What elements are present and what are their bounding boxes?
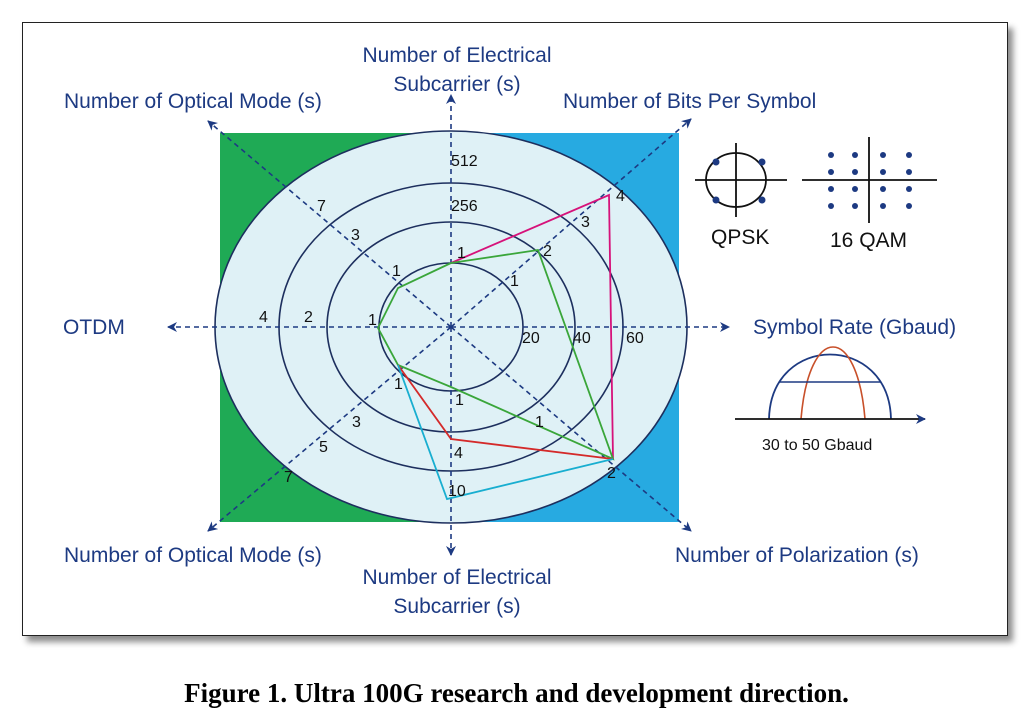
trace-red bbox=[397, 364, 614, 460]
spectrum-outer-arc bbox=[768, 353, 892, 420]
qam-point bbox=[906, 169, 912, 175]
axis-top-left bbox=[207, 120, 452, 328]
tick-right-40: 40 bbox=[573, 330, 591, 347]
qpsk-point bbox=[712, 158, 720, 166]
tick-top-512: 512 bbox=[451, 153, 478, 170]
tick-bottomleft-1: 1 bbox=[394, 376, 403, 393]
tick-right-20: 20 bbox=[522, 330, 540, 347]
trace-green bbox=[376, 249, 615, 461]
axis-label-bottom-line1: Number of Electrical bbox=[362, 566, 551, 589]
tick-topright-1: 1 bbox=[510, 273, 519, 290]
axis-label-top-right: Number of Bits Per Symbol bbox=[563, 90, 816, 113]
qpsk-constellation bbox=[695, 143, 787, 217]
axis-label-bottom-left: Number of Optical Mode (s) bbox=[64, 544, 322, 567]
qam-point bbox=[828, 186, 834, 192]
axes bbox=[167, 94, 730, 556]
axis-bottom-left bbox=[207, 326, 452, 532]
qam-point bbox=[906, 203, 912, 209]
tick-bottom-4: 4 bbox=[454, 445, 463, 462]
axis-top-right bbox=[450, 118, 692, 328]
axis-label-right: Symbol Rate (Gbaud) bbox=[753, 316, 956, 339]
axis-label-top-line2: Subcarrier (s) bbox=[393, 73, 520, 96]
tick-bottomright-1: 1 bbox=[535, 414, 544, 431]
figure-caption: Figure 1. Ultra 100G research and develo… bbox=[184, 678, 849, 708]
tick-left-1: 1 bbox=[368, 312, 377, 329]
qpsk-label: QPSK bbox=[711, 226, 769, 249]
tick-topleft-1: 1 bbox=[392, 263, 401, 280]
tick-topleft-3: 3 bbox=[351, 227, 360, 244]
qam-point bbox=[852, 186, 858, 192]
qpsk-point bbox=[758, 158, 766, 166]
figure-frame: 1 256 512 1 2 3 4 1 3 7 1 2 4 20 40 60 1… bbox=[22, 22, 1008, 636]
tick-top-256: 256 bbox=[451, 198, 478, 215]
axis-label-bottom-line2: Subcarrier (s) bbox=[393, 595, 520, 618]
tick-bottomleft-7: 7 bbox=[284, 469, 293, 486]
axis-label-bottom-right: Number of Polarization (s) bbox=[675, 544, 919, 567]
qpsk-point bbox=[758, 196, 766, 204]
qpsk-point bbox=[712, 196, 720, 204]
qam-point bbox=[880, 152, 886, 158]
tick-bottomleft-3: 3 bbox=[352, 414, 361, 431]
qam16-label: 16 QAM bbox=[830, 229, 907, 252]
tick-topright-3: 3 bbox=[581, 214, 590, 231]
ring-middle bbox=[326, 221, 576, 433]
tick-top-1: 1 bbox=[457, 245, 466, 262]
tick-bottom-10: 10 bbox=[448, 483, 466, 500]
qam-point bbox=[852, 169, 858, 175]
tick-bottomleft-5: 5 bbox=[319, 439, 328, 456]
qam-point bbox=[880, 186, 886, 192]
spectrum-inner-arc bbox=[800, 346, 866, 420]
tick-bottom-1: 1 bbox=[455, 392, 464, 409]
axis-bottom-right bbox=[450, 326, 692, 532]
tick-left-4: 4 bbox=[259, 309, 268, 326]
qam-point bbox=[906, 186, 912, 192]
spectrum-sketch bbox=[735, 346, 926, 424]
tick-topleft-7: 7 bbox=[317, 198, 326, 215]
qam-point bbox=[828, 169, 834, 175]
qam-point bbox=[828, 152, 834, 158]
axis-label-top-line1: Number of Electrical bbox=[362, 44, 551, 67]
baud-range-label: 30 to 50 Gbaud bbox=[762, 437, 872, 454]
qam-point bbox=[852, 203, 858, 209]
tick-topright-4: 4 bbox=[616, 188, 625, 205]
qam-point bbox=[828, 203, 834, 209]
trace-magenta bbox=[450, 193, 614, 460]
axis-label-top-left: Number of Optical Mode (s) bbox=[64, 90, 322, 113]
qam-point bbox=[880, 203, 886, 209]
qam-point bbox=[906, 152, 912, 158]
tick-topright-2: 2 bbox=[543, 243, 552, 260]
qam16-constellation bbox=[802, 137, 937, 223]
trace-cyan bbox=[397, 364, 614, 501]
qam-point bbox=[852, 152, 858, 158]
tick-right-60: 60 bbox=[626, 330, 644, 347]
axis-label-left: OTDM bbox=[63, 316, 125, 339]
qam-point bbox=[880, 169, 886, 175]
radar-diagram: 1 256 512 1 2 3 4 1 3 7 1 2 4 20 40 60 1… bbox=[63, 44, 956, 618]
tick-bottomright-2: 2 bbox=[607, 465, 616, 482]
tick-left-2: 2 bbox=[304, 309, 313, 326]
